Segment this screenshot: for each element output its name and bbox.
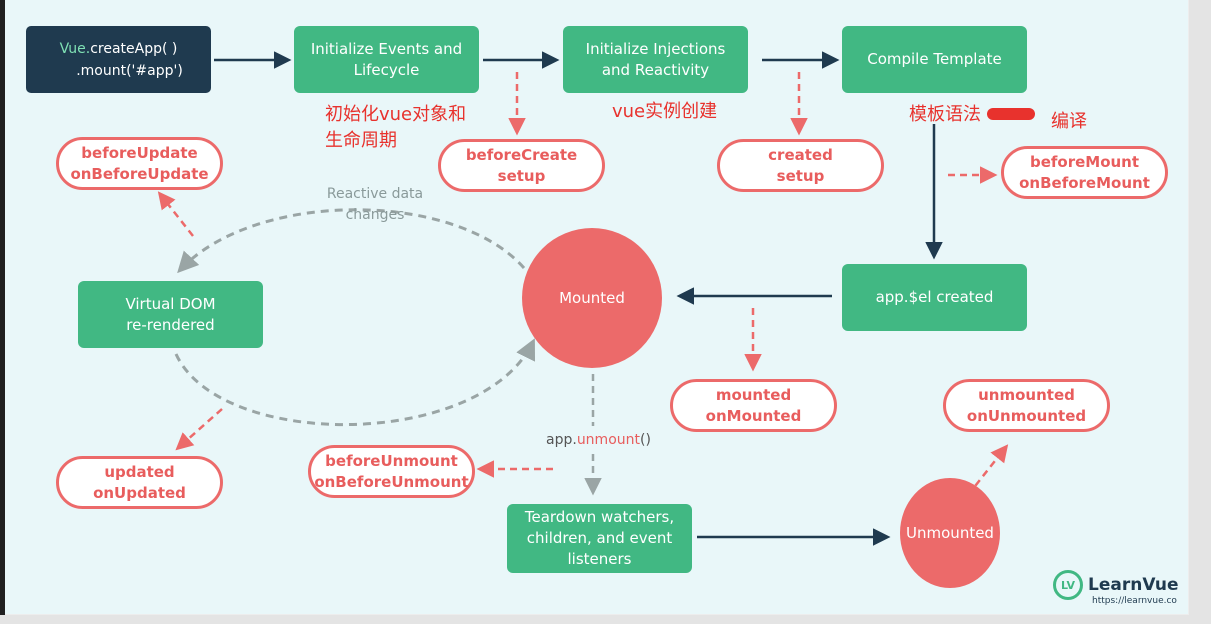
window-edge <box>0 0 5 615</box>
unmount-method: unmount <box>576 432 640 448</box>
hook-before-unmount-line2: onBeforeUnmount <box>314 472 469 491</box>
hook-mounted-line2: onMounted <box>705 406 802 425</box>
scribble-mark <box>987 108 1035 120</box>
hook-updated-line2: onUpdated <box>93 483 186 502</box>
hook-updated-line1: updated <box>104 462 175 481</box>
reactive-data-line2: changes <box>345 207 405 223</box>
annotation-compile: 编译 <box>1051 111 1087 132</box>
create-app-method: createApp( ) <box>90 40 178 57</box>
hook-before-mount-line2: onBeforeMount <box>1019 173 1150 192</box>
hook-unmounted-line2: onUnmounted <box>966 406 1087 425</box>
annotation-init-object-line2: 生命周期 <box>325 130 397 151</box>
hook-before-update-line1: beforeUpdate <box>81 143 198 162</box>
hook-before-create-line1: beforeCreate <box>465 145 578 164</box>
reactive-data-label: Reactive data changes <box>316 184 434 226</box>
hook-before-create: beforeCreate setup <box>438 139 605 192</box>
create-app-line-1: Vue.createApp( ) <box>60 38 178 60</box>
unmounted-state: Unmounted <box>900 478 1000 588</box>
learnvue-logo-name: LearnVue <box>1088 575 1179 595</box>
app-el-created-node: app.$el created <box>842 264 1027 331</box>
hook-created-line1: created <box>768 145 833 164</box>
hook-before-update: beforeUpdate onBeforeUpdate <box>56 137 223 190</box>
create-app-line-2: .mount('#app') <box>76 62 183 79</box>
learnvue-logo: LV LearnVue <box>1053 570 1179 600</box>
vertical-scrollbar[interactable] <box>1189 0 1211 624</box>
virtual-dom-node: Virtual DOM re-rendered <box>78 281 263 348</box>
horizontal-scrollbar[interactable] <box>0 615 1189 624</box>
hook-before-mount: beforeMount onBeforeMount <box>1001 146 1168 199</box>
annotation-template-syntax: 模板语法 <box>909 104 981 125</box>
learnvue-logo-icon: LV <box>1053 570 1083 600</box>
mounted-state: Mounted <box>522 228 662 368</box>
hook-unmounted-line1: unmounted <box>978 385 1075 404</box>
hook-mounted: mounted onMounted <box>670 379 837 432</box>
unmount-prefix: app. <box>546 432 577 448</box>
hook-before-mount-line1: beforeMount <box>1029 152 1140 171</box>
hook-before-create-line2: setup <box>497 166 546 185</box>
annotation-instance-created: vue实例创建 <box>612 101 718 122</box>
app-unmount-label: app.unmount() <box>546 432 651 448</box>
create-app-prefix: Vue. <box>59 40 91 57</box>
hook-created: created setup <box>717 139 884 192</box>
hook-before-unmount-line1: beforeUnmount <box>325 451 458 470</box>
annotation-init-object: 初始化vue对象和 生命周期 <box>325 102 466 154</box>
compile-template-node: Compile Template <box>842 26 1027 93</box>
hook-before-update-line2: onBeforeUpdate <box>70 164 209 183</box>
init-injections-node: Initialize Injections and Reactivity <box>563 26 748 93</box>
annotation-init-object-line1: 初始化vue对象和 <box>325 104 467 125</box>
learnvue-url: https://learnvue.co <box>1092 596 1177 606</box>
unmount-suffix: () <box>640 432 651 448</box>
hook-mounted-line1: mounted <box>715 385 792 404</box>
hook-created-line2: setup <box>776 166 825 185</box>
reactive-data-line1: Reactive data <box>326 186 424 202</box>
teardown-node: Teardown watchers, children, and event l… <box>507 504 692 573</box>
create-app-node: Vue.createApp( ) .mount('#app') <box>26 26 211 93</box>
hook-updated: updated onUpdated <box>56 456 223 509</box>
hook-unmounted: unmounted onUnmounted <box>943 379 1110 432</box>
hook-before-unmount: beforeUnmount onBeforeUnmount <box>308 445 475 498</box>
init-events-node: Initialize Events and Lifecycle <box>294 26 479 93</box>
